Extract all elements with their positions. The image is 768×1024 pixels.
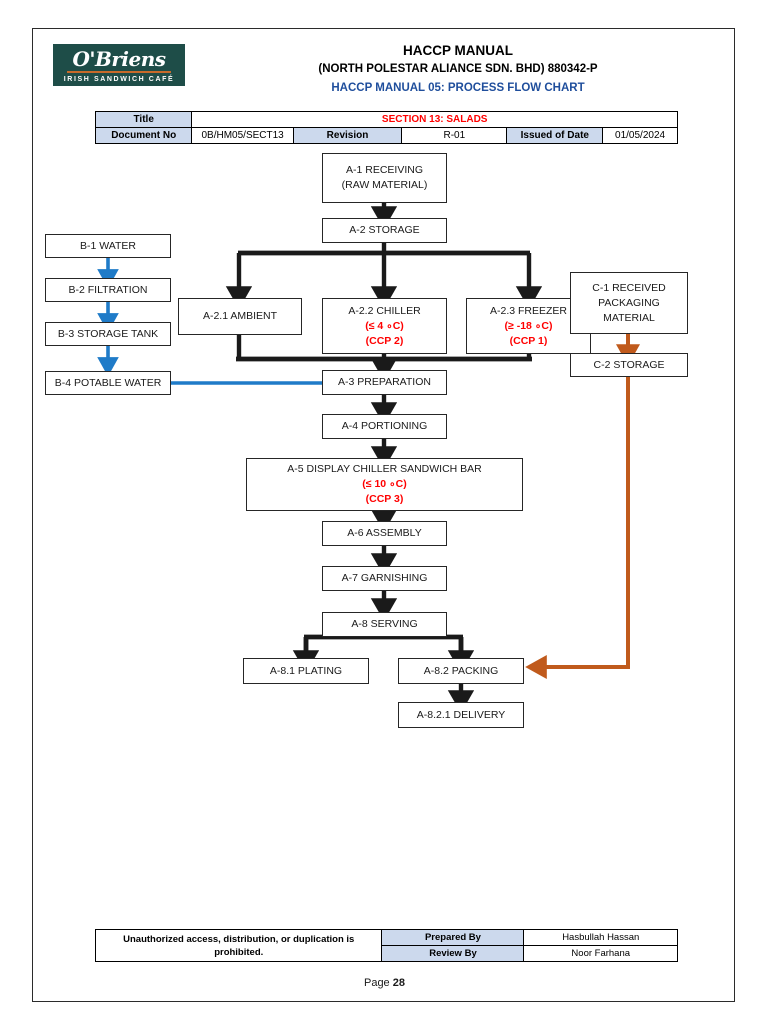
logo-brand-text: O'Briens [72,47,166,71]
node-b3-storage-tank[interactable]: B-3 STORAGE TANK [45,322,171,346]
node-a8-line1: A-8 SERVING [351,618,418,630]
node-a821-line1: A-8.2.1 DELIVERY [416,708,506,721]
node-a22-temperature: (≤ 4 ∘C) [365,319,404,332]
node-a22-ccp: (CCP 2) [365,334,404,347]
cell-docno-value: 0B/HM05/SECT13 [191,127,294,144]
node-c2-storage[interactable]: C-2 STORAGE [570,353,688,377]
logo-tagline: IRISH SANDWICH CAFÉ [63,76,175,83]
node-b1-line1: B-1 WATER [79,239,136,252]
node-a7-line1: A-7 GARNISHING [341,572,428,584]
cell-review-by-label: Review By [381,945,525,962]
document-page: O'Briens IRISH SANDWICH CAFÉ HACCP MANUA… [32,28,735,1002]
page-number-footer: Page 28 [33,977,736,989]
node-a2-storage[interactable]: A-2 STORAGE [322,218,447,243]
cell-revision-label: Revision [292,127,403,144]
node-a6-line1: A-6 ASSEMBLY [347,527,422,539]
node-a22-chiller[interactable]: A-2.2 CHILLER (≤ 4 ∘C) (CCP 2) [322,298,447,354]
title-line-manual: HACCP MANUAL [403,43,513,58]
cell-review-by-value: Noor Farhana [523,945,678,962]
node-c1-received-packaging[interactable]: C-1 RECEIVED PACKAGING MATERIAL [570,272,688,334]
node-a821-delivery[interactable]: A-8.2.1 DELIVERY [398,702,524,728]
cell-confidentiality-notice: Unauthorized access, distribution, or du… [94,929,383,962]
node-a4-portioning[interactable]: A-4 PORTIONING [322,414,447,439]
obriens-logo: O'Briens IRISH SANDWICH CAFÉ [53,44,185,86]
cell-docno-label: Document No [94,127,193,144]
node-a5-display-chiller[interactable]: A-5 DISPLAY CHILLER SANDWICH BAR (≤ 10 ∘… [246,458,523,511]
title-line-company: (NORTH POLESTAR ALIANCE SDN. BHD) 880342… [318,63,598,75]
node-a81-plating[interactable]: A-8.1 PLATING [243,658,369,684]
node-c1-line3: MATERIAL [603,311,655,324]
node-a8-serving[interactable]: A-8 SERVING [322,612,447,637]
node-a5-temperature: (≤ 10 ∘C) [362,478,407,490]
cell-issued-value: 01/05/2024 [602,127,678,144]
node-a5-line1: A-5 DISPLAY CHILLER SANDWICH BAR [287,463,482,475]
node-a21-ambient[interactable]: A-2.1 AMBIENT [178,298,302,335]
node-c2-line1: C-2 STORAGE [593,358,665,371]
node-c1-line1: C-1 RECEIVED [592,281,666,294]
node-b1-water[interactable]: B-1 WATER [45,234,171,258]
node-a1-line2: (RAW MATERIAL) [341,179,428,191]
node-c1-line2: PACKAGING [598,296,660,309]
node-a23-line1: A-2.3 FREEZER [489,304,568,317]
page-label: Page [363,977,390,989]
document-footer-table: Unauthorized access, distribution, or du… [94,929,678,962]
node-b3-line1: B-3 STORAGE TANK [57,327,159,340]
node-b2-line1: B-2 FILTRATION [68,283,148,296]
document-title-block: HACCP MANUAL (NORTH POLESTAR ALIANCE SDN… [223,41,693,98]
node-a2-line1: A-2 STORAGE [349,224,420,236]
node-a23-temperature: (≥ -18 ∘C) [504,319,553,332]
node-a6-assembly[interactable]: A-6 ASSEMBLY [322,521,447,546]
title-line-subtitle: HACCP MANUAL 05: PROCESS FLOW CHART [331,82,585,94]
node-a22-line1: A-2.2 CHILLER [348,304,421,317]
process-flow-chart: A-1 RECEIVING (RAW MATERIAL) A-2 STORAGE… [33,29,736,1003]
page-number-value: 28 [392,977,405,989]
document-info-table: Title SECTION 13: SALADS Document No 0B/… [94,111,678,144]
node-a5-ccp: (CCP 3) [365,493,404,505]
node-a4-line1: A-4 PORTIONING [341,420,428,432]
node-b2-filtration[interactable]: B-2 FILTRATION [45,278,171,302]
table-row-docinfo: Document No 0B/HM05/SECT13 Revision R-01… [94,127,678,144]
node-a7-garnishing[interactable]: A-7 GARNISHING [322,566,447,591]
node-b4-potable-water[interactable]: B-4 POTABLE WATER [45,371,171,395]
node-a21-line1: A-2.1 AMBIENT [202,310,278,322]
node-a1-receiving[interactable]: A-1 RECEIVING (RAW MATERIAL) [322,153,447,203]
logo-swash [67,71,171,73]
cell-title-label: Title [94,111,193,128]
node-a81-line1: A-8.1 PLATING [269,664,343,677]
node-b4-line1: B-4 POTABLE WATER [54,376,162,389]
node-a1-line1: A-1 RECEIVING [345,164,424,176]
footer-row-prepared: Unauthorized access, distribution, or du… [94,929,678,962]
node-a23-ccp: (CCP 1) [509,334,548,347]
node-a82-packing[interactable]: A-8.2 PACKING [398,658,524,684]
node-a82-line1: A-8.2 PACKING [423,664,499,677]
flow-connectors [97,203,641,714]
node-a3-preparation[interactable]: A-3 PREPARATION [322,370,447,395]
cell-revision-value: R-01 [401,127,508,144]
footer-row-review: Review By Noor Farhana [96,945,678,962]
node-a3-line1: A-3 PREPARATION [338,376,431,388]
